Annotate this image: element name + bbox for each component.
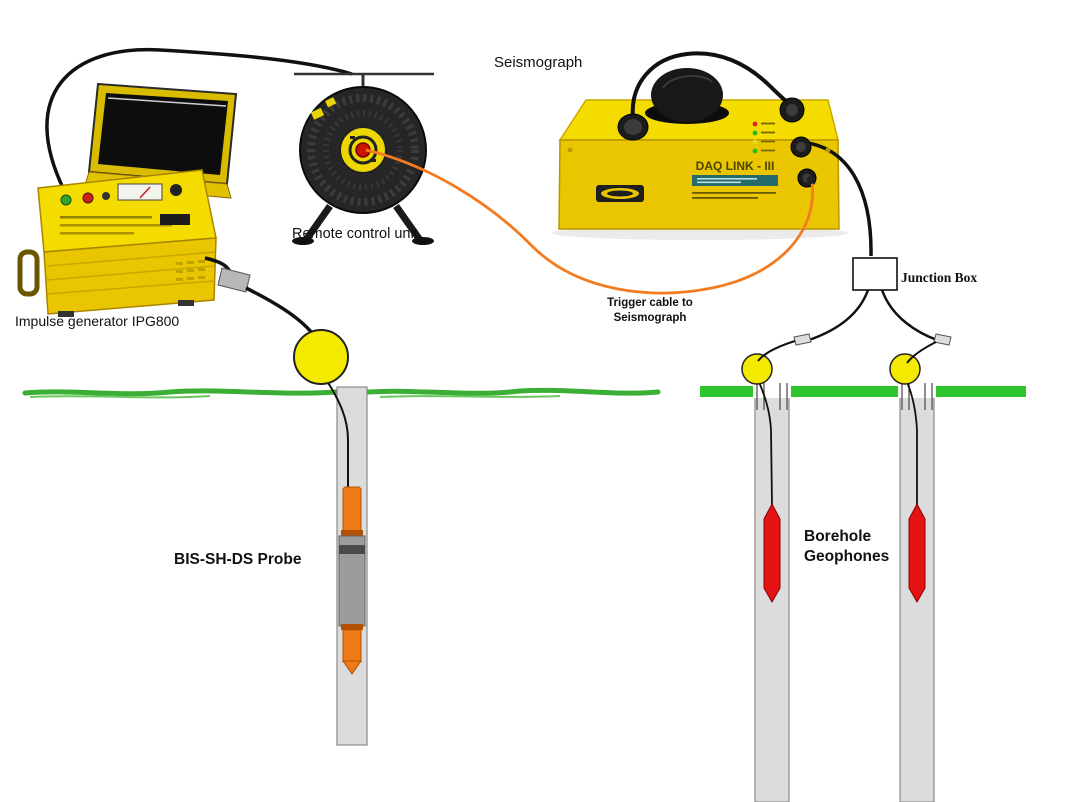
seismograph-loop-cable	[630, 51, 793, 119]
meter-display	[117, 183, 163, 201]
geophone-pulley	[889, 353, 921, 385]
inline-connector	[793, 333, 812, 346]
geophone-pulley	[741, 353, 773, 385]
case-handle	[17, 249, 40, 297]
junction-box	[852, 257, 898, 291]
seismograph-to-junction-cable	[799, 140, 873, 257]
probe-label: BIS-SH-DS Probe	[174, 551, 302, 568]
borehole-geophone	[908, 502, 926, 604]
junction-box-label: Junction Box	[901, 270, 978, 285]
trigger-cable	[365, 148, 815, 295]
geophone-borehole-right	[889, 353, 936, 802]
seismograph-model-text: DAQ LINK - III	[696, 159, 775, 173]
impulse-generator	[17, 169, 217, 317]
ground-surface-left	[22, 387, 661, 399]
seismograph-label: Seismograph	[494, 54, 583, 71]
status-leds	[752, 121, 775, 154]
borehole-geophones-label-line2: Geophones	[804, 548, 890, 565]
seismograph-unit: DAQ LINK - III	[552, 51, 873, 257]
borehole-geophones-label-line1: Borehole	[804, 528, 872, 545]
inline-connector	[933, 333, 952, 346]
remote-control-label: Remote control unit	[292, 226, 418, 242]
panel-socket	[170, 184, 182, 196]
generator-to-source-cable	[204, 256, 320, 342]
geophone-cable	[758, 381, 773, 507]
trigger-cable-label: Trigger cable to Seismograph	[583, 296, 717, 326]
red-button	[82, 192, 94, 204]
vent-slots	[176, 260, 205, 281]
laptop-to-reel-cable	[45, 47, 353, 191]
remote-control-unit	[292, 72, 434, 245]
source-ball	[293, 329, 349, 385]
probe-cable	[326, 380, 349, 487]
trigger-cable-label-line1: Trigger cable to	[607, 297, 693, 309]
impulse-generator-label: Impulse generator IPG800	[15, 313, 180, 329]
borehole-geophones-label: Borehole Geophones	[804, 527, 889, 567]
bis-sh-ds-probe	[338, 486, 366, 675]
geophone-cable	[906, 381, 918, 506]
green-button	[60, 194, 72, 206]
trigger-cable-label-line2: Seismograph	[613, 312, 687, 324]
ground-surface-right	[700, 386, 1026, 397]
laptop	[84, 82, 238, 199]
source-borehole	[293, 329, 368, 746]
junction-box-cables	[757, 289, 952, 364]
cable-connector	[217, 267, 251, 293]
borehole-geophone	[763, 502, 781, 604]
geophone-borehole-left	[741, 353, 791, 802]
